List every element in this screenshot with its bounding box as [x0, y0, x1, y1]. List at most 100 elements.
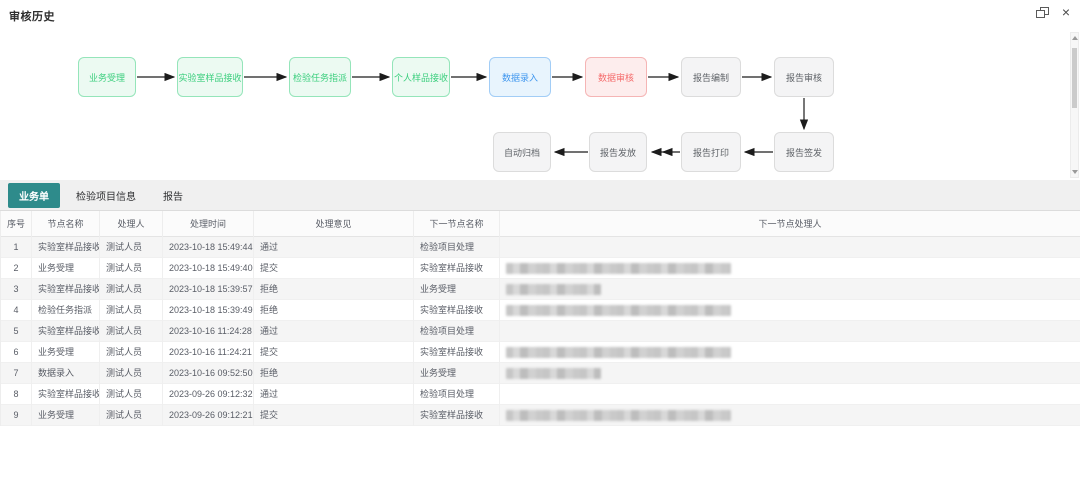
flow-node-report-sign[interactable]: 报告签发	[774, 132, 834, 172]
cell-next-handler	[500, 237, 1080, 258]
flow-vertical-scrollbar[interactable]	[1070, 32, 1079, 178]
cell-next-handler	[500, 405, 1080, 426]
cell-next_node: 实验室样品接收	[414, 404, 500, 426]
cell-time: 2023-10-18 15:39:49	[163, 299, 254, 321]
cell-no: 8	[0, 383, 32, 405]
cell-next-handler	[500, 384, 1080, 405]
column-header-opinion: 处理意见	[254, 210, 414, 237]
cell-time: 2023-10-16 11:24:21	[163, 341, 254, 363]
cell-node: 业务受理	[32, 257, 100, 279]
cell-opinion: 拒绝	[254, 278, 414, 300]
redacted-handler-name	[506, 367, 601, 379]
cell-opinion: 提交	[254, 404, 414, 426]
cell-opinion: 拒绝	[254, 299, 414, 321]
column-header-next_handler: 下一节点处理人	[758, 218, 822, 229]
flow-node-report-compile[interactable]: 报告编制	[681, 57, 741, 97]
cell-time: 2023-10-16 09:52:50	[163, 362, 254, 384]
cell-time: 2023-10-18 15:39:57	[163, 278, 254, 300]
cell-next-handler	[500, 300, 1080, 321]
cell-no: 4	[0, 299, 32, 321]
cell-handler: 测试人员	[100, 320, 163, 342]
cell-next-handler	[500, 321, 1080, 342]
flow-node-lab-sample-receive[interactable]: 实验室样品接收	[177, 57, 243, 97]
cell-node: 业务受理	[32, 341, 100, 363]
cell-handler: 测试人员	[100, 341, 163, 363]
flow-node-report-release[interactable]: 报告发放	[589, 132, 647, 172]
column-header-node: 节点名称	[32, 210, 100, 237]
cell-opinion: 通过	[254, 236, 414, 258]
flow-node-inspection-task-assign[interactable]: 检验任务指派	[289, 57, 351, 97]
titlebar: 审核历史 ×	[0, 0, 1080, 30]
tab-inspection-item-info[interactable]: 检验项目信息	[76, 191, 136, 203]
tab-report[interactable]: 报告	[163, 191, 183, 203]
flow-node-business-accept[interactable]: 业务受理	[78, 57, 136, 97]
flow-node-data-review[interactable]: 数据审核	[585, 57, 647, 97]
cell-time: 2023-10-18 15:49:44	[163, 236, 254, 258]
cell-opinion: 提交	[254, 257, 414, 279]
column-header-no: 序号	[0, 210, 32, 237]
cell-next_node: 检验项目处理	[414, 320, 500, 342]
cell-next-handler	[500, 342, 1080, 363]
cell-no: 1	[0, 236, 32, 258]
cell-node: 实验室样品接收	[32, 278, 100, 300]
tabbar: 业务单 检验项目信息 报告	[0, 180, 1080, 211]
flow-node-report-review[interactable]: 报告审核	[774, 57, 834, 97]
scrollbar-thumb[interactable]	[1072, 48, 1077, 108]
restore-window-icon[interactable]	[1035, 7, 1049, 18]
redacted-handler-name	[506, 304, 731, 316]
flow-node-label: 实验室样品接收	[178, 72, 242, 83]
page-title: 审核历史	[9, 11, 55, 23]
restore-icon-front-square	[1035, 10, 1045, 18]
cell-node: 实验室样品接收	[32, 320, 100, 342]
flow-node-personal-sample-receive[interactable]: 个人样品接收	[392, 57, 450, 97]
cell-next_node: 业务受理	[414, 362, 500, 384]
cell-next_node: 实验室样品接收	[414, 257, 500, 279]
flow-node-data-entry[interactable]: 数据录入	[489, 57, 551, 97]
column-header-handler: 处理人	[100, 210, 163, 237]
scroll-up-icon[interactable]	[1072, 36, 1078, 40]
cell-next_node: 检验项目处理	[414, 383, 500, 405]
cell-opinion: 拒绝	[254, 362, 414, 384]
flow-node-label: 自动归档	[503, 147, 540, 158]
flow-node-auto-archive[interactable]: 自动归档	[493, 132, 551, 172]
cell-next-handler	[500, 363, 1080, 384]
redacted-handler-name	[506, 283, 601, 295]
cell-node: 业务受理	[32, 404, 100, 426]
flow-node-label: 个人样品接收	[393, 72, 448, 83]
cell-handler: 测试人员	[100, 278, 163, 300]
cell-node: 实验室样品接收	[32, 236, 100, 258]
cell-node: 数据录入	[32, 362, 100, 384]
cell-opinion: 通过	[254, 320, 414, 342]
cell-no: 6	[0, 341, 32, 363]
cell-handler: 测试人员	[100, 299, 163, 321]
flow-node-report-print[interactable]: 报告打印	[681, 132, 741, 172]
scroll-down-icon[interactable]	[1072, 170, 1078, 174]
cell-opinion: 提交	[254, 341, 414, 363]
flow-node-label: 检验任务指派	[292, 72, 347, 83]
cell-no: 9	[0, 404, 32, 426]
cell-handler: 测试人员	[100, 236, 163, 258]
flow-node-label: 报告编制	[692, 72, 729, 83]
table-header-row: 序号节点名称处理人处理时间处理意见下一节点名称下一节点处理人	[0, 210, 1080, 237]
redacted-handler-name	[506, 262, 731, 274]
flow-node-label: 业务受理	[88, 72, 125, 83]
workflow-diagram: 业务受理 实验室样品接收 检验任务指派 个人样品接收 数据录入数据审核 报告编制 报告审核自…	[0, 30, 1080, 180]
cell-handler: 测试人员	[100, 383, 163, 405]
cell-no: 7	[0, 362, 32, 384]
cell-time: 2023-10-16 11:24:28	[163, 320, 254, 342]
cell-handler: 测试人员	[100, 404, 163, 426]
flow-node-label: 报告打印	[692, 147, 729, 158]
cell-no: 3	[0, 278, 32, 300]
tab-business-order[interactable]: 业务单	[8, 182, 60, 208]
close-icon[interactable]: ×	[1061, 4, 1070, 20]
column-header-time: 处理时间	[163, 210, 254, 237]
